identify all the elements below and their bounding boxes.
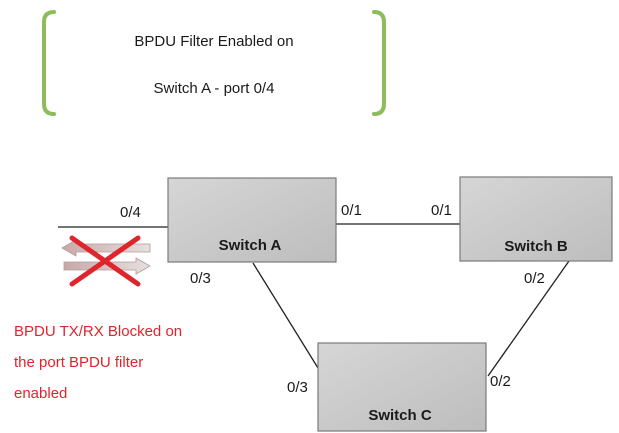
right-bracket	[372, 10, 386, 116]
links	[58, 223, 570, 377]
port-a-0-1: 0/1	[341, 202, 362, 219]
bpdu-arrow-right-icon	[63, 257, 151, 275]
blocked-note: BPDU TX/RX Blocked on the port BPDU filt…	[14, 323, 182, 402]
switch-a-label: Switch A	[219, 237, 282, 254]
port-a-0-4: 0/4	[120, 204, 141, 221]
callout-line-2: Switch A - port 0/4	[154, 80, 275, 97]
callout-line-1: BPDU Filter Enabled on	[134, 33, 293, 50]
switch-b: Switch B	[459, 176, 613, 262]
port-c-0-2: 0/2	[490, 373, 511, 390]
cross-icon-stroke-2	[69, 235, 141, 287]
port-labels: 0/4 0/1 0/1 0/3 0/2 0/3 0/2	[120, 202, 545, 396]
port-a-0-3: 0/3	[190, 270, 211, 287]
port-b-0-1: 0/1	[431, 202, 452, 219]
bpdu-blocked-indicator	[61, 235, 151, 287]
note-line-1: BPDU TX/RX Blocked on	[14, 323, 182, 340]
switch-c: Switch C	[317, 342, 487, 432]
callout: BPDU Filter Enabled on Switch A - port 0…	[42, 10, 386, 116]
port-c-0-3: 0/3	[287, 379, 308, 396]
switch-b-label: Switch B	[504, 238, 568, 255]
switch-a: Switch A	[167, 177, 337, 263]
link-a-c	[252, 262, 319, 369]
link-b-c	[487, 260, 570, 377]
left-bracket	[42, 10, 56, 116]
switch-c-label: Switch C	[368, 407, 432, 424]
note-line-2: the port BPDU filter	[14, 354, 143, 371]
port-b-0-2: 0/2	[524, 270, 545, 287]
note-line-3: enabled	[14, 385, 67, 402]
